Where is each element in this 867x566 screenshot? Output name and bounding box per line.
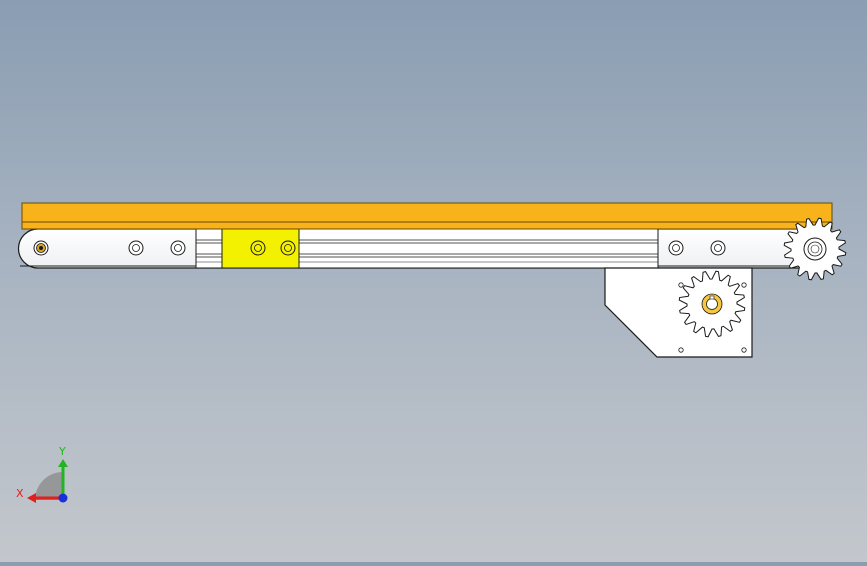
conveyor-belt[interactable] (21, 202, 833, 230)
drive-sprocket-gear-icon[interactable] (678, 270, 746, 338)
idler-sprocket-gear-icon[interactable] (783, 217, 847, 281)
frame-hole (170, 240, 186, 256)
coordinate-triad: Y X (16, 445, 68, 503)
frame-holes (33, 240, 726, 256)
frame-hole (668, 240, 684, 256)
y-axis-label: Y (58, 445, 66, 458)
frame-hole (710, 240, 726, 256)
end-pivot-hole (33, 240, 49, 256)
frame-hole (128, 240, 144, 256)
slider-hole (280, 240, 296, 256)
slider-hole (250, 240, 266, 256)
x-axis-label: X (16, 487, 24, 500)
